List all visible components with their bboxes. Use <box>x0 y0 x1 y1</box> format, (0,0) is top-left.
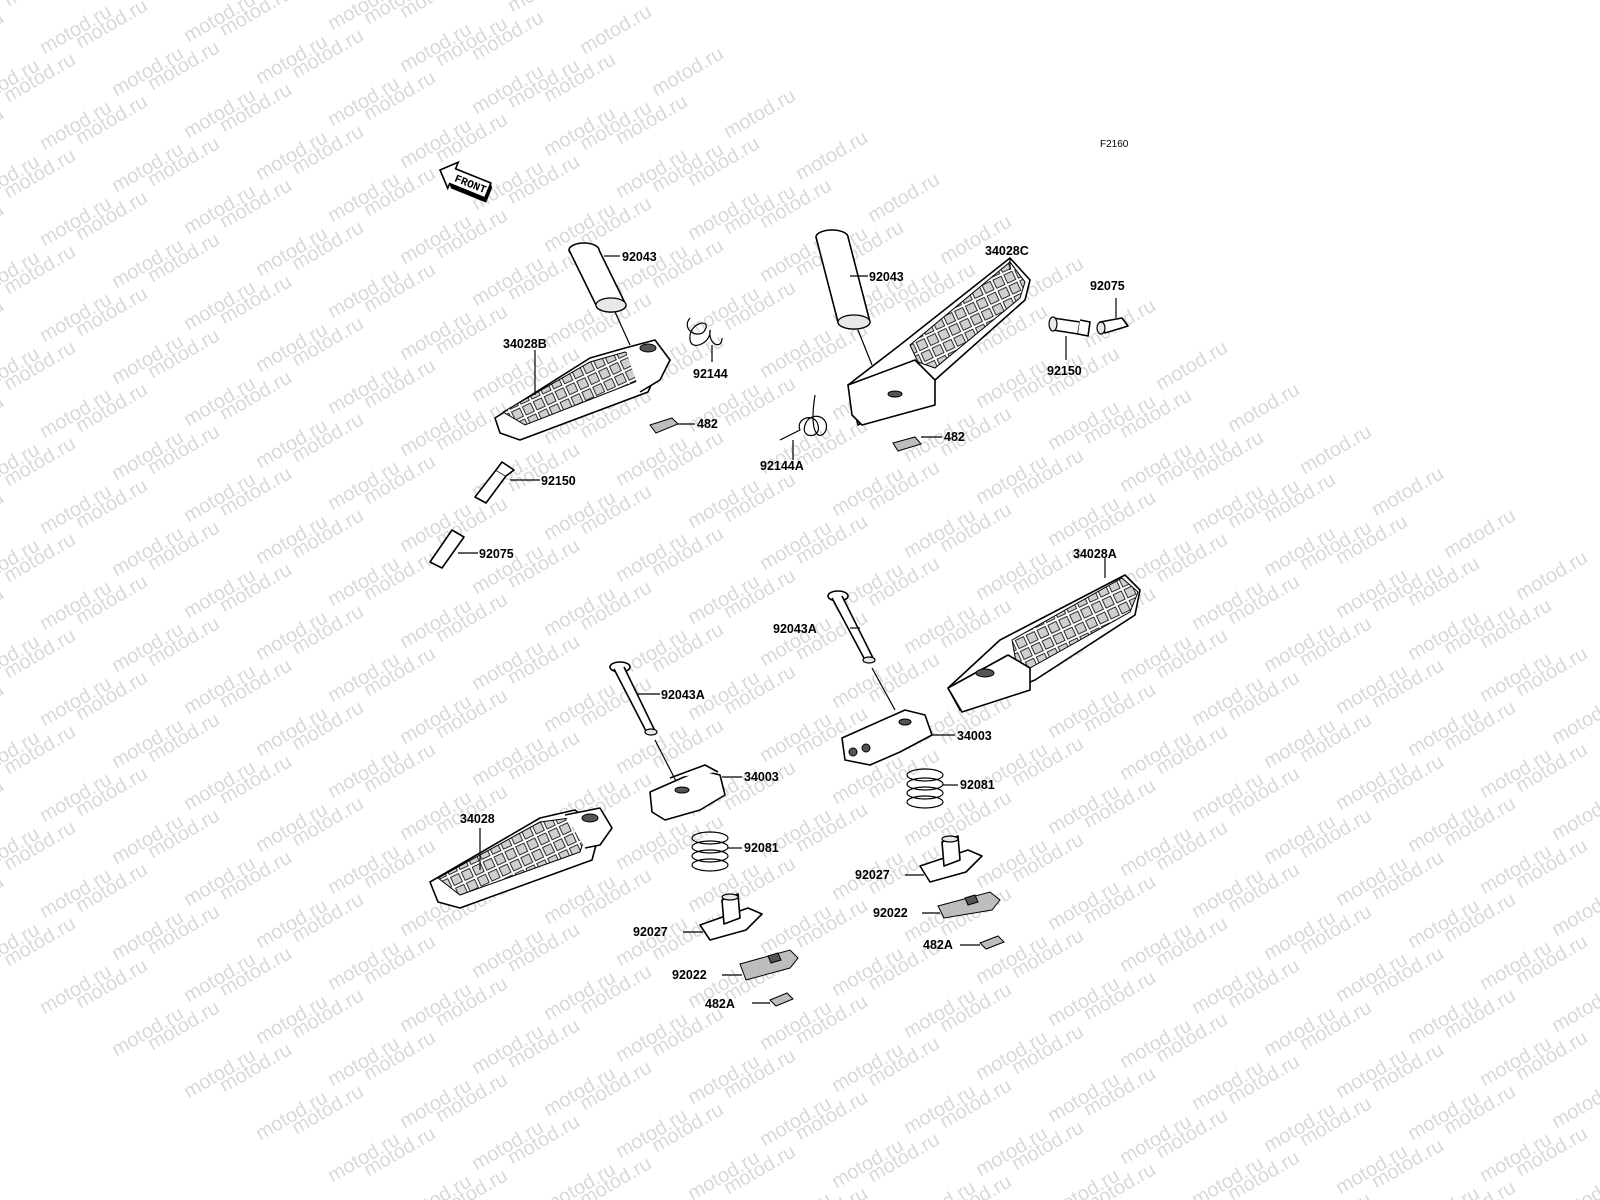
label-92043-b: 92043 <box>869 270 904 284</box>
label-92081-a: 92081 <box>744 841 779 855</box>
label-34028A: 34028A <box>1073 547 1117 561</box>
label-92075-a: 92075 <box>479 547 514 561</box>
pin-92043A-a <box>609 661 658 736</box>
label-34028B: 34028B <box>503 337 547 351</box>
label-482-a: 482 <box>697 417 718 431</box>
figure-code: F2160 <box>1100 139 1129 150</box>
clip-482-b <box>892 436 922 452</box>
spring-92081-b <box>906 768 944 809</box>
leader-92043-a-axis <box>614 311 631 346</box>
label-92043A-b: 92043A <box>773 622 817 636</box>
label-34003-a: 34003 <box>744 770 779 784</box>
plate-92027-a <box>699 893 763 941</box>
label-92075-b: 92075 <box>1090 279 1125 293</box>
label-34003-b: 34003 <box>957 729 992 743</box>
spring-92144 <box>686 317 723 346</box>
pin-92043A-b <box>827 590 876 664</box>
leader-92043-b-axis <box>857 329 873 366</box>
spring-92144A <box>779 394 828 441</box>
block-92022-b <box>937 891 1001 919</box>
clip-482-a <box>649 417 679 434</box>
bracket-34003-a <box>649 764 726 821</box>
pin-92043-a <box>568 242 627 313</box>
leader-92043A-b-axis <box>871 667 896 711</box>
front-arrow-icon: FRONT <box>438 160 493 203</box>
bracket-34003-b <box>841 709 933 766</box>
label-482A-b: 482A <box>923 938 953 952</box>
label-92022-b: 92022 <box>873 906 908 920</box>
footpeg-34028C <box>847 257 1031 426</box>
label-92027-b: 92027 <box>855 868 890 882</box>
label-482-b: 482 <box>944 430 965 444</box>
clip-482A-b <box>979 935 1005 950</box>
label-92150-a: 92150 <box>541 474 576 488</box>
label-482A-a: 482A <box>705 997 735 1011</box>
spring-92081-a <box>691 831 729 872</box>
footpeg-34028 <box>429 807 613 909</box>
plate-92027-b <box>919 835 983 883</box>
bolt-92150-a <box>474 461 515 504</box>
block-92022-a <box>739 949 799 981</box>
label-34028: 34028 <box>460 812 495 826</box>
label-92144: 92144 <box>693 367 728 381</box>
footpeg-34028A <box>947 574 1141 713</box>
cap-92075-a <box>429 529 465 569</box>
label-92043-a: 92043 <box>622 250 657 264</box>
label-92144A: 92144A <box>760 459 804 473</box>
pin-92043-b <box>815 229 871 330</box>
label-92150-b: 92150 <box>1047 364 1082 378</box>
label-92043A-a: 92043A <box>661 688 705 702</box>
cap-92075-b <box>1096 317 1129 335</box>
label-92027-a: 92027 <box>633 925 668 939</box>
footpeg-34028B <box>494 339 671 441</box>
leader-92043A-a-axis <box>654 739 679 786</box>
label-92081-b: 92081 <box>960 778 995 792</box>
bolt-92150-b <box>1048 316 1091 337</box>
clip-482A-a <box>769 992 794 1007</box>
label-92022-a: 92022 <box>672 968 707 982</box>
label-34028C: 34028C <box>985 244 1029 258</box>
